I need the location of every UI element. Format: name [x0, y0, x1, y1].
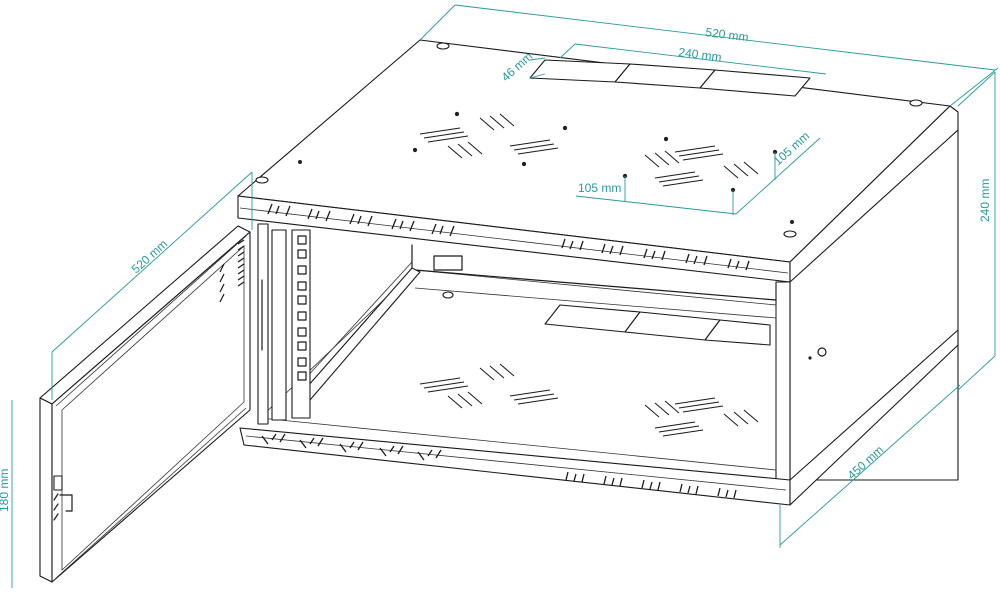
dim-top-width: 520 mm [705, 25, 750, 44]
cabinet-body [237, 39, 959, 506]
bottom-fan-vent-left [419, 363, 559, 409]
cable-entry-cover [529, 59, 811, 97]
door-lock [53, 475, 73, 512]
top-fan-vent-right [622, 136, 778, 193]
dim-door-width: 520 mm [129, 237, 171, 276]
dimension-lines [11, 4, 999, 588]
door-hinge [219, 239, 245, 303]
dim-height: 240 mm [978, 179, 992, 222]
dim-fan-offset-x: 105 mm [578, 181, 621, 195]
front-bottom-rail-slots [261, 433, 737, 499]
top-fan-vent-left [412, 111, 568, 167]
dim-panel-width: 240 mm [678, 45, 723, 64]
rack-mount-rail [257, 223, 311, 425]
dim-door-height: 180 mm [0, 469, 11, 512]
front-top-rail-slots [267, 203, 750, 271]
glass-door [39, 225, 251, 583]
bottom-fan-vent-right [644, 397, 759, 437]
